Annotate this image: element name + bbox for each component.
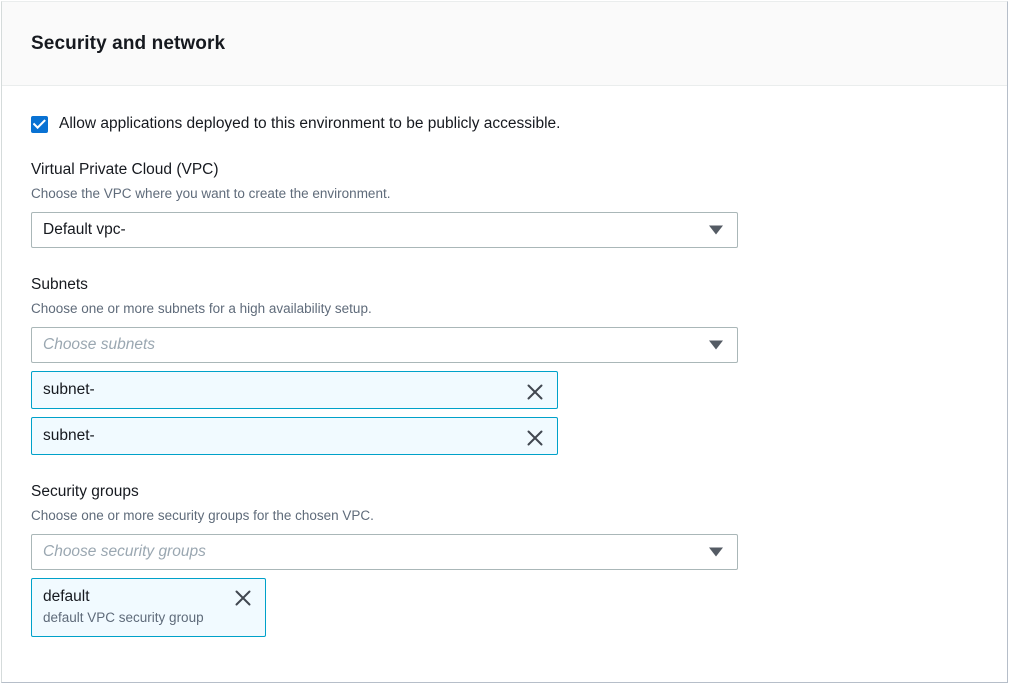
subnets-label: Subnets	[31, 276, 88, 293]
subnet-token-label: subnet-	[43, 381, 95, 398]
chevron-down-icon	[709, 547, 723, 557]
close-icon[interactable]	[526, 383, 544, 406]
subnet-token[interactable]: subnet-	[31, 371, 558, 409]
panel-header: Security and network	[2, 2, 1007, 86]
subnets-field-group: Subnets Choose one or more subnets for a…	[31, 275, 978, 455]
security-group-token-label: default	[43, 588, 90, 605]
subnets-description: Choose one or more subnets for a high av…	[31, 301, 372, 316]
security-group-token-sublabel: default VPC security group	[43, 610, 204, 625]
security-groups-label: Security groups	[31, 483, 139, 500]
security-groups-field-group: Security groups Choose one or more secur…	[31, 482, 978, 637]
security-groups-select[interactable]: Choose security groups	[31, 534, 738, 570]
public-access-checkbox[interactable]	[31, 115, 48, 133]
subnet-token[interactable]: subnet-	[31, 417, 558, 455]
close-icon[interactable]	[234, 589, 252, 612]
close-icon[interactable]	[526, 429, 544, 452]
subnets-select[interactable]: Choose subnets	[31, 327, 738, 363]
vpc-field-group: Virtual Private Cloud (VPC) Choose the V…	[31, 160, 978, 248]
chevron-down-icon	[709, 225, 723, 235]
security-groups-placeholder: Choose security groups	[43, 543, 206, 560]
panel-body: Allow applications deployed to this envi…	[2, 115, 1007, 637]
security-groups-description: Choose one or more security groups for t…	[31, 508, 374, 523]
subnet-token-label: subnet-	[43, 427, 95, 444]
page-title: Security and network	[31, 32, 226, 54]
chevron-down-icon	[709, 340, 723, 350]
public-access-label: Allow applications deployed to this envi…	[59, 115, 561, 132]
vpc-select[interactable]: Default vpc-	[31, 212, 738, 248]
subnets-placeholder: Choose subnets	[43, 336, 156, 353]
vpc-selected-value: Default vpc-	[43, 221, 126, 238]
checkmark-icon	[33, 118, 46, 129]
security-group-token[interactable]: default default VPC security group	[31, 578, 266, 637]
vpc-label: Virtual Private Cloud (VPC)	[31, 161, 219, 178]
vpc-description: Choose the VPC where you want to create …	[31, 186, 391, 201]
public-access-checkbox-row[interactable]: Allow applications deployed to this envi…	[31, 115, 978, 133]
